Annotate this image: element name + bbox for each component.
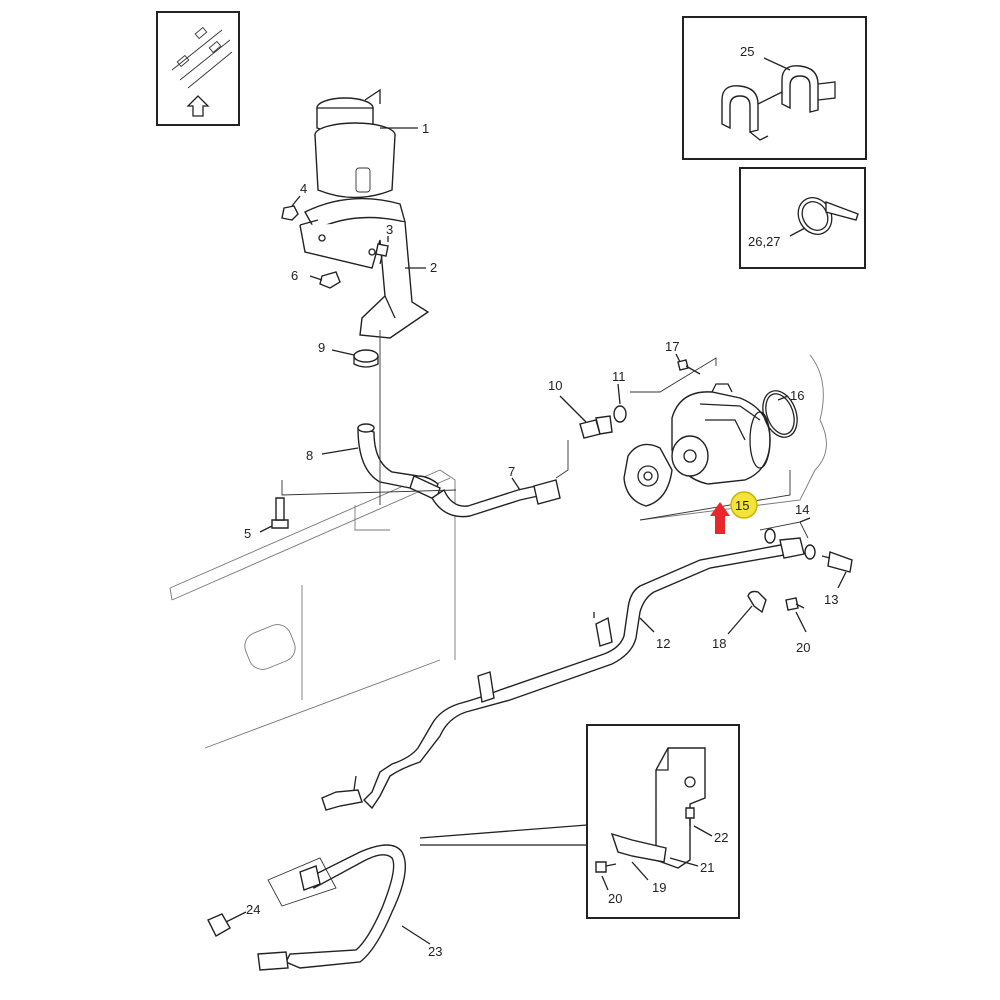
pipe-clip-part: [477, 612, 613, 703]
washer-part-11: [613, 405, 627, 423]
callout-8: 8: [306, 448, 313, 463]
bracket-part-21: [655, 747, 706, 869]
bolt-20-inset: [595, 861, 617, 873]
inset-bracket-19-22: 22 21 19 20: [419, 724, 740, 919]
callout-19: 19: [652, 880, 666, 895]
washer-part-14: [764, 528, 816, 560]
leader-lines: [225, 127, 847, 945]
hose-part-23: [257, 844, 407, 971]
banjo-bolt-part-13: [821, 551, 853, 573]
up-arrow-icon: [186, 95, 210, 117]
inset-clip-25: 25: [682, 16, 867, 160]
callout-11: 11: [612, 369, 626, 384]
bolt-part-5: [271, 497, 289, 529]
union-part-10: [579, 415, 613, 439]
callout-7: 7: [508, 464, 515, 479]
callout-4: 4: [300, 181, 307, 196]
callout-9: 9: [318, 340, 325, 355]
callout-5: 5: [244, 526, 251, 541]
bracket-part-2: [299, 197, 430, 339]
callout-2: 2: [430, 260, 437, 275]
pipe-part-7: [431, 479, 561, 518]
pump-part-15: [671, 383, 771, 485]
double-clip-part: [721, 65, 836, 141]
orientation-inset: [156, 11, 240, 126]
highlight-badge: [730, 491, 758, 519]
callout-13: 13: [824, 592, 838, 607]
clamp-part-9: [353, 349, 379, 368]
callout-25: 25: [740, 44, 754, 59]
hose-part-8: [357, 423, 441, 501]
cap-part-24: [207, 913, 231, 937]
pressure-line-part-12: [321, 537, 805, 811]
hose-23-outline: [267, 857, 337, 907]
vehicle-outline-icon: [171, 26, 233, 89]
vehicle-frame-outline: [169, 354, 827, 749]
callout-23: 23: [428, 944, 442, 959]
bolt-part-20: [785, 597, 805, 611]
callout-22: 22: [714, 830, 728, 845]
clip-part-18: [747, 590, 767, 614]
callout-20: 20: [796, 640, 810, 655]
cable-tie-part: [797, 197, 859, 235]
red-arrow-icon: [710, 502, 730, 534]
seal-ring-part-16: [762, 390, 798, 438]
reservoir-part-1: [314, 88, 396, 199]
callout-15-highlight: 15: [730, 491, 758, 519]
nut-part-4: [281, 205, 299, 221]
bolt-part-17: [677, 359, 701, 375]
callout-20-inset: 20: [608, 891, 622, 906]
callout-10: 10: [548, 378, 562, 393]
bracket-part-19: [610, 832, 667, 863]
callout-24: 24: [246, 902, 260, 917]
bolt-22: [685, 807, 695, 826]
callout-21: 21: [700, 860, 714, 875]
nut-part-6: [319, 271, 341, 289]
callout-15: 15: [735, 498, 749, 513]
callout-18: 18: [712, 636, 726, 651]
bolt-part-3: [375, 243, 389, 265]
callout-26-27: 26,27: [748, 234, 781, 249]
callout-16: 16: [790, 388, 804, 403]
pulley-flange-part: [623, 443, 673, 507]
bolt-5-leader-bracket: [281, 480, 457, 496]
callout-6: 6: [291, 268, 298, 283]
callout-17: 17: [665, 339, 679, 354]
callout-14: 14: [795, 502, 809, 517]
callout-3: 3: [386, 222, 393, 237]
callout-1: 1: [422, 121, 429, 136]
callout-12: 12: [656, 636, 670, 651]
inset-cable-tie-26-27: 26,27: [739, 167, 866, 269]
pump-group-outline: [630, 357, 791, 521]
pipe-7-leader-bracket: [555, 440, 569, 479]
